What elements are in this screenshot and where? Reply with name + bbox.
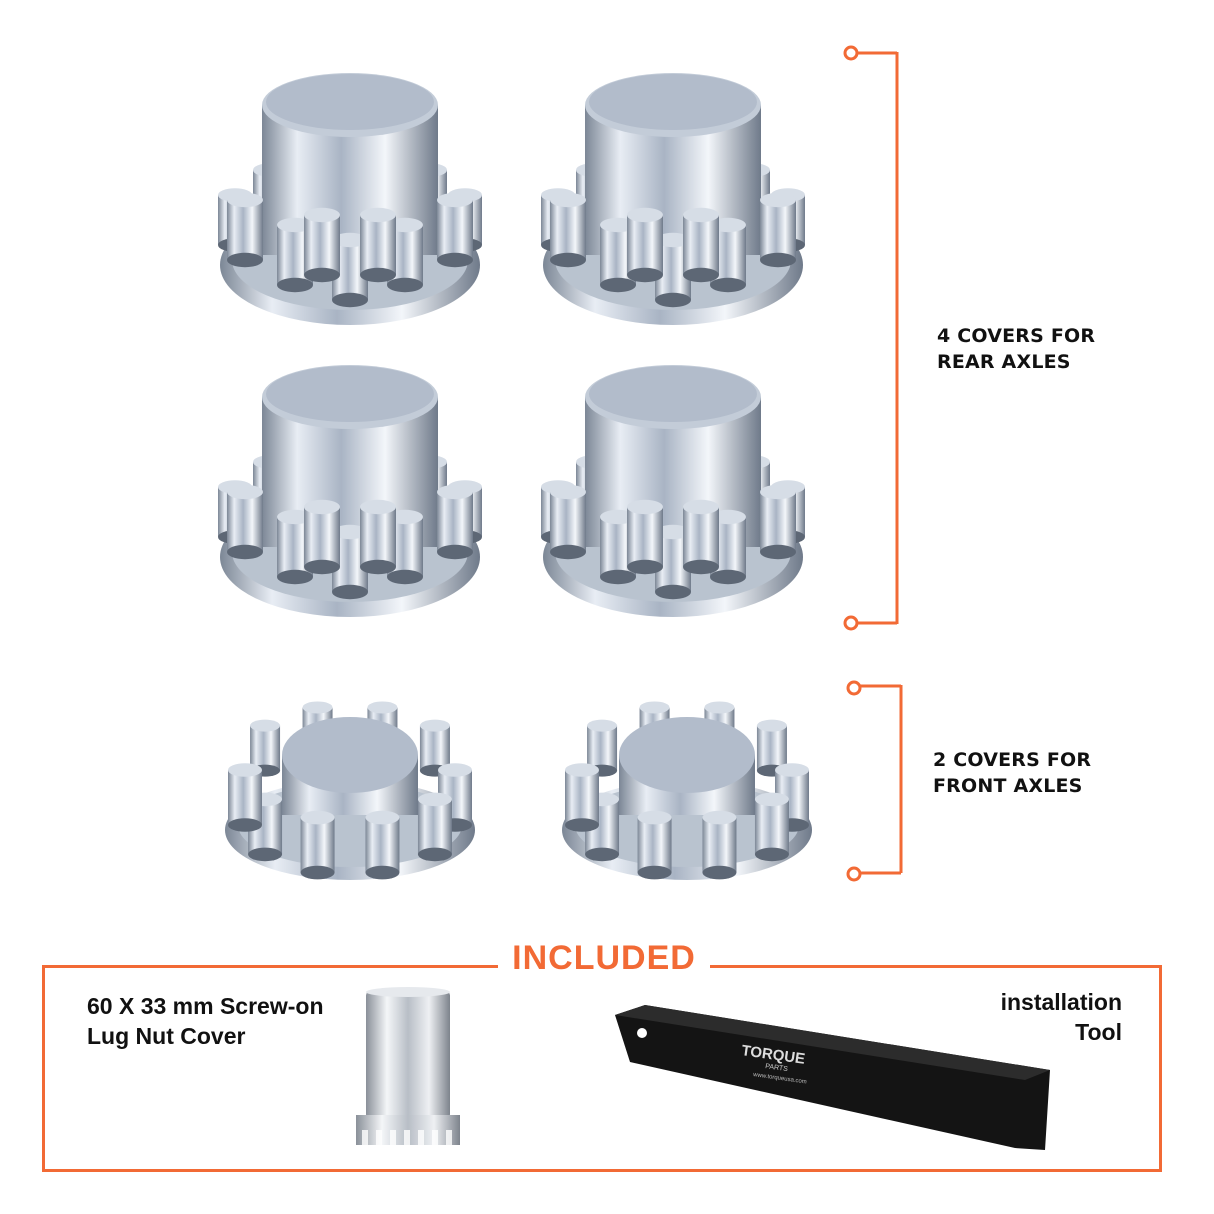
lug-nut	[565, 770, 599, 825]
lug-nut	[365, 817, 400, 873]
lug-nut	[304, 215, 340, 275]
front-hub-cover-image	[562, 701, 812, 880]
lug-nut	[627, 507, 663, 567]
lug-cover-line2: Lug Nut Cover	[87, 1023, 246, 1049]
lug-nut	[627, 215, 663, 275]
lug-nut	[360, 507, 396, 567]
lug-nut	[587, 725, 618, 771]
rear-bracket	[843, 45, 899, 631]
rear-axle-label: 4 COVERS FOR REAR AXLES	[937, 323, 1095, 375]
front-bracket	[846, 680, 903, 882]
lug-nut	[550, 492, 586, 552]
rear-hub-cover-image	[218, 365, 482, 617]
rear-hub-cover-image	[541, 365, 805, 617]
lug-nut	[227, 492, 263, 552]
lug-nut	[227, 200, 263, 260]
lug-nut	[250, 725, 281, 771]
front-hub-cover-image	[225, 701, 475, 880]
lug-nut	[360, 215, 396, 275]
lug-nut	[760, 200, 796, 260]
rear-hub-cover-image	[541, 73, 805, 325]
lug-nut	[637, 817, 672, 873]
tool-label-line2: Tool	[1075, 1019, 1122, 1045]
front-label-line1: 2 COVERS FOR	[933, 749, 1092, 771]
lug-nut	[683, 507, 719, 567]
lug-nut	[550, 200, 586, 260]
lug-nut	[300, 817, 335, 873]
front-axle-label: 2 COVERS FOR FRONT AXLES	[933, 747, 1091, 799]
lug-nut-cover-image	[356, 987, 460, 1145]
tool-logo-sub: PARTS	[765, 1063, 789, 1073]
included-title: INCLUDED	[498, 936, 710, 980]
lug-nut	[419, 725, 450, 771]
lug-nut	[760, 492, 796, 552]
lug-cover-label: 60 X 33 mm Screw-on Lug Nut Cover	[87, 991, 324, 1051]
lug-cover-line1: 60 X 33 mm Screw-on	[87, 993, 324, 1019]
installation-tool-image: TORQUE PARTS www.torqueusa.com	[615, 1005, 1050, 1150]
lug-nut	[702, 817, 737, 873]
lug-nut	[754, 799, 789, 855]
lug-nut	[437, 492, 473, 552]
lug-nut	[437, 200, 473, 260]
tool-label-line1: installation	[1000, 989, 1122, 1015]
lug-nut	[228, 770, 262, 825]
tool-label: installation Tool	[1001, 987, 1122, 1047]
rear-label-line2: REAR AXLES	[937, 351, 1071, 373]
rear-hub-cover-image	[218, 73, 482, 325]
rear-label-line1: 4 COVERS FOR	[937, 325, 1096, 347]
lug-nut	[683, 215, 719, 275]
lug-nut	[304, 507, 340, 567]
front-label-line2: FRONT AXLES	[933, 775, 1083, 797]
lug-nut	[417, 799, 452, 855]
lug-nut	[756, 725, 787, 771]
